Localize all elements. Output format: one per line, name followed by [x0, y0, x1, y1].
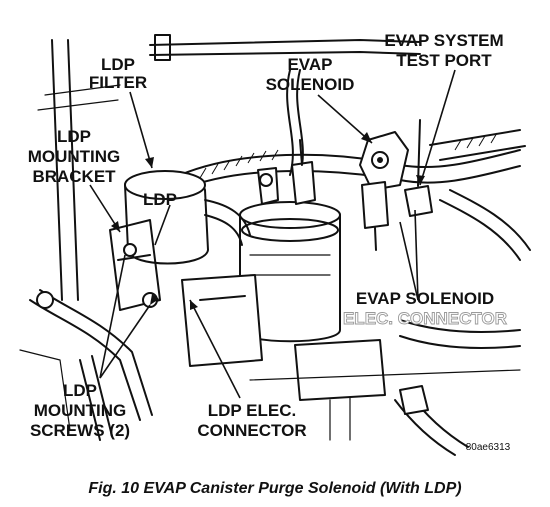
ldp-filter-line-1: LDP [101, 55, 135, 74]
label-evap-solenoid-connector: EVAP SOLENOID ELEC. CONNECTOR [343, 289, 508, 328]
evap-test-port-line-2: TEST PORT [396, 51, 492, 70]
leader-lines [89, 69, 456, 399]
ldp-filter-line-2: FILTER [89, 73, 147, 92]
ldp-bracket-line-3: BRACKET [32, 167, 116, 186]
ldp-screws-line-2: MOUNTING [34, 401, 127, 420]
part-number: 80ae6313 [466, 442, 511, 453]
ldp-screws-line-1: LDP [63, 381, 97, 400]
label-evap-solenoid: EVAP SOLENOID [266, 55, 355, 94]
evap-solenoid-line-2: SOLENOID [266, 75, 355, 94]
ldp-label: LDP [143, 190, 177, 209]
label-ldp-filter: LDP FILTER [89, 55, 147, 92]
evap-solenoid-line-1: EVAP [287, 55, 332, 74]
evap-connector-line-1: EVAP SOLENOID [356, 289, 494, 308]
ldp-bracket-line-1: LDP [57, 127, 91, 146]
ldp-elec-connector-line-2: CONNECTOR [197, 421, 306, 440]
figure-caption: Fig. 10 EVAP Canister Purge Solenoid (Wi… [88, 480, 461, 497]
label-ldp-elec-connector: LDP ELEC. CONNECTOR [197, 401, 306, 440]
label-ldp-mounting-screws: LDP MOUNTING SCREWS (2) [30, 381, 130, 440]
ldp-screws-line-3: SCREWS (2) [30, 421, 130, 440]
evap-connector-line-2: ELEC. CONNECTOR [343, 309, 507, 328]
engine-line-art [19, 34, 531, 456]
ldp-bracket-line-2: MOUNTING [28, 147, 121, 166]
label-ldp: LDP [143, 190, 177, 209]
label-ldp-mounting-bracket: LDP MOUNTING BRACKET [28, 127, 121, 186]
label-evap-test-port: EVAP SYSTEM TEST PORT [384, 31, 503, 70]
ldp-elec-connector-line-1: LDP ELEC. [208, 401, 296, 420]
evap-test-port-line-1: EVAP SYSTEM [384, 31, 503, 50]
